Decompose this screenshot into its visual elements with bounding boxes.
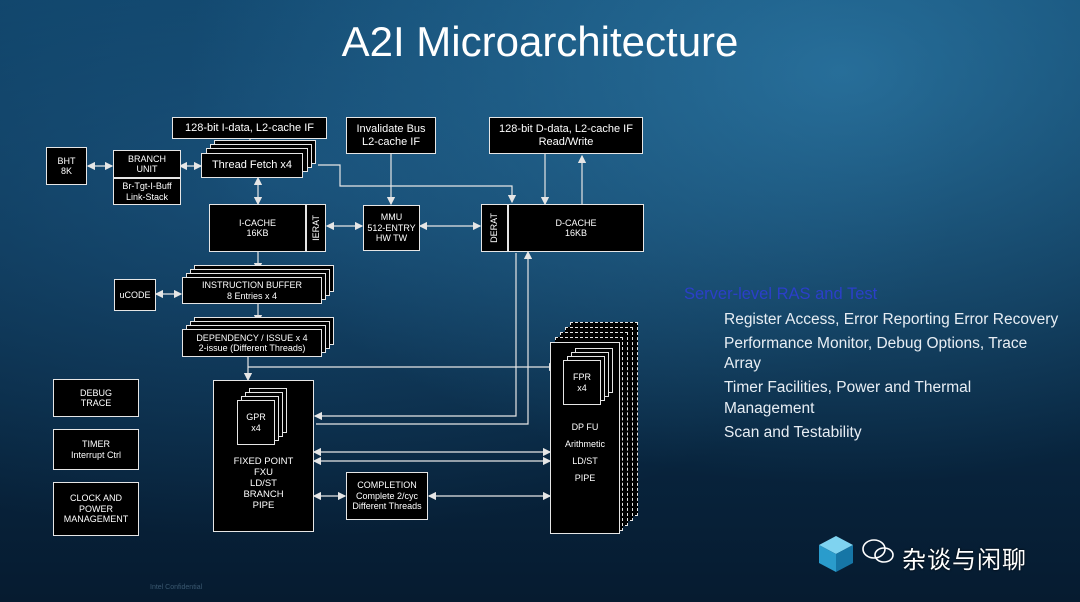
instruction-buffer-box: INSTRUCTION BUFFER 8 Entries x 4: [182, 277, 322, 304]
branch-label: BRANCH: [243, 488, 284, 500]
derat-label: DERAT: [489, 213, 500, 243]
clock-power-box: CLOCK AND POWER MANAGEMENT: [53, 482, 139, 536]
completion-box: COMPLETION Complete 2/cyc Different Thre…: [346, 472, 428, 520]
openpower-logo: 杂谈与闲聊: [816, 534, 1066, 574]
invalidate-bus-label: Invalidate Bus: [356, 122, 426, 135]
trace-label: TRACE: [80, 398, 112, 408]
icache-box: I-CACHE 16KB: [209, 204, 306, 252]
mmu-label: MMU: [380, 212, 403, 223]
ibuf-entries: 8 Entries x 4: [226, 290, 278, 301]
completion-threads: Different Threads: [352, 501, 422, 512]
thread-fetch-label: Thread Fetch x4: [211, 159, 293, 172]
dep-sub: 2-issue (Different Threads): [198, 343, 306, 353]
dcache-label: D-CACHE: [555, 217, 597, 228]
branch-target-box: Br-Tgt-I-Buff Link-Stack: [113, 178, 181, 205]
fpu-pipe-label: PIPE: [574, 473, 596, 484]
dcache-box: D-CACHE 16KB: [508, 204, 644, 252]
dependency-issue-box: DEPENDENCY / ISSUE x 4 2-issue (Differen…: [182, 329, 322, 357]
branch-unit-box: BRANCH UNIT: [113, 150, 181, 178]
bht-box: BHT 8K: [46, 147, 87, 185]
chat-bubble-icon: [862, 538, 894, 566]
bht-size: 8K: [60, 166, 72, 176]
slide-title: A2I Microarchitecture: [341, 18, 739, 65]
dcache-size: 16KB: [564, 228, 588, 238]
completion-rate: Complete 2/cyc: [355, 490, 419, 501]
icache-label: I-CACHE: [238, 217, 276, 228]
ras-item: Timer Facilities, Power and Thermal Mana…: [724, 379, 972, 417]
fixed-point-label: FIXED POINT: [233, 456, 294, 467]
idata-l2-interface: 128-bit I-data, L2-cache IF: [172, 117, 327, 139]
ucode-label: uCODE: [119, 289, 151, 300]
mmu-hwtw: HW TW: [375, 233, 408, 244]
fpu-label-group: DP FU Arithmetic LD/ST PIPE: [565, 419, 605, 487]
fpr-label: FPR: [573, 372, 591, 383]
gpr-label: GPR: [246, 412, 266, 423]
ibuf-label: INSTRUCTION BUFFER: [202, 280, 302, 291]
cube-icon: [819, 536, 853, 572]
fxu-label-group: FIXED POINT FXU LD/ST BRANCH PIPE: [233, 456, 294, 512]
ldst-label: LD/ST: [250, 477, 277, 489]
thread-fetch-box: Thread Fetch x4: [201, 153, 303, 178]
fpr-count: x4: [577, 382, 587, 393]
ierat-box: IERAT: [306, 204, 326, 252]
ras-panel: Server-level RAS and Test Register Acces…: [684, 285, 1064, 447]
ddata-if-sub: Read/Write: [538, 135, 594, 148]
interrupt-label: Interrupt Ctrl: [70, 449, 121, 460]
ras-heading: Server-level RAS and Test: [684, 285, 878, 303]
ucode-box: uCODE: [114, 279, 156, 311]
mmu-entries: 512-ENTRY: [367, 222, 416, 233]
debug-trace-box: DEBUG TRACE: [53, 379, 139, 417]
mmu-box: MMU 512-ENTRY HW TW: [363, 205, 420, 251]
watermark-text: 杂谈与闲聊: [902, 546, 1027, 574]
ddata-l2-interface: 128-bit D-data, L2-cache IF Read/Write: [489, 117, 643, 154]
branch-unit-sub: UNIT: [136, 164, 158, 174]
timer-label: TIMER: [82, 439, 110, 450]
power-label: POWER: [78, 503, 113, 514]
dpfu-label: DP FU: [571, 422, 599, 432]
timer-box: TIMER Interrupt Ctrl: [53, 429, 139, 470]
arithmetic-label: Arithmetic: [564, 439, 605, 450]
fpu-ldst-label: LD/ST: [572, 456, 598, 467]
clock-label: CLOCK AND: [69, 493, 122, 504]
derat-box: DERAT: [481, 204, 508, 252]
invalidate-bus-box: Invalidate Bus L2-cache IF: [346, 117, 436, 154]
pipe-label: PIPE: [252, 499, 275, 511]
bht-label: BHT: [57, 155, 76, 166]
branch-target-label: Br-Tgt-I-Buff: [122, 181, 172, 192]
completion-label: COMPLETION: [357, 480, 417, 491]
link-stack-label: Link-Stack: [125, 191, 169, 202]
icache-size: 16KB: [246, 228, 269, 238]
debug-label: DEBUG: [79, 387, 112, 398]
idata-if-label: 128-bit I-data, L2-cache IF: [184, 121, 314, 134]
ddata-if-label: 128-bit D-data, L2-cache IF: [499, 122, 633, 135]
dep-label: DEPENDENCY / ISSUE x 4: [196, 332, 308, 343]
ras-item: Register Access, Error Reporting Error R…: [724, 311, 1059, 328]
gpr-box: GPR x4: [237, 400, 275, 445]
footnote: Intel Confidential: [150, 584, 203, 591]
fpr-box: FPR x4: [563, 360, 601, 405]
invalidate-bus-sub: L2-cache IF: [361, 135, 421, 148]
ras-item: Performance Monitor, Debug Options, Trac…: [724, 335, 1028, 373]
management-label: MANAGEMENT: [63, 514, 129, 525]
ras-item: Scan and Testability: [724, 423, 862, 441]
gpr-count: x4: [251, 422, 261, 433]
ierat-label: IERAT: [310, 215, 321, 241]
fxu-label: FXU: [254, 466, 273, 478]
branch-unit-label: BRANCH: [127, 153, 166, 164]
